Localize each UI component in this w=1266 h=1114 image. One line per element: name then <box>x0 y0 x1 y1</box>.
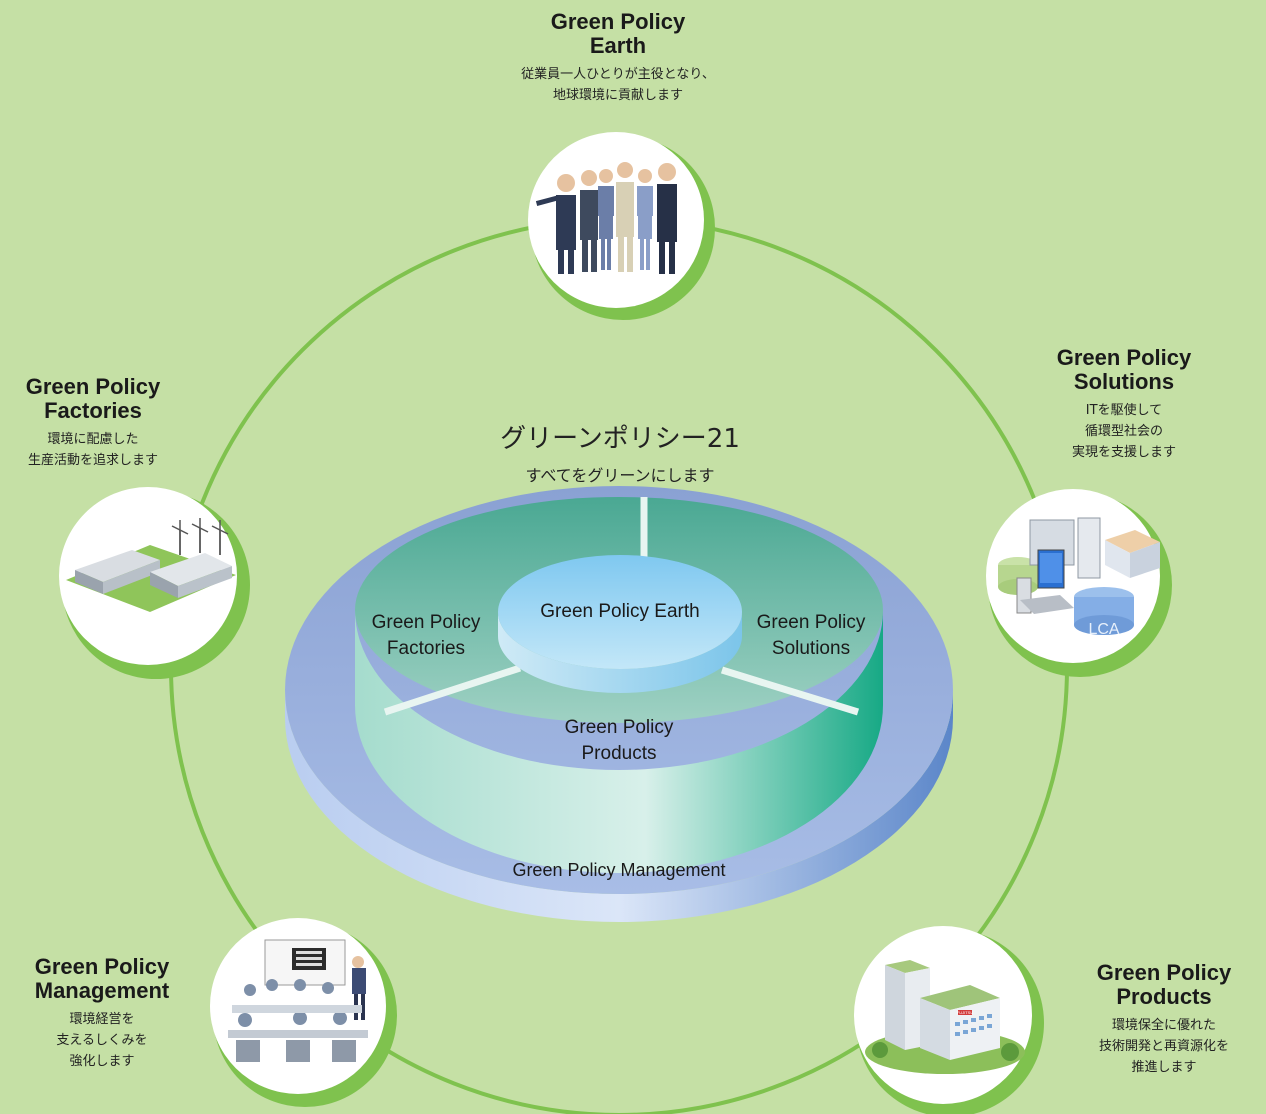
label-factories-title-2: Factories <box>44 398 142 423</box>
label-management-title-1: Green Policy <box>34 954 170 979</box>
disc-factories-label-1: Green Policy <box>372 612 481 633</box>
label-earth-desc-line: 地球環境に貢献します <box>552 88 683 103</box>
node-earth <box>528 132 715 320</box>
center-title: グリーンポリシー21 <box>500 424 740 454</box>
label-management: Green Policy Management 環境経営を 支えるしくみを 強化… <box>4 955 200 1072</box>
meeting-illustration <box>228 939 368 1062</box>
disc-management-label: Green Policy Management <box>512 860 725 880</box>
node-management <box>210 918 397 1107</box>
center-subtitle: すべてをグリーンにします <box>525 466 715 485</box>
label-solutions-desc-line: 循環型社会の <box>1084 424 1163 439</box>
label-earth-desc-line: 従業員一人ひとりが主役となり、 <box>521 67 715 82</box>
label-factories-title-1: Green Policy <box>25 374 161 399</box>
label-solutions-desc: ITを駆使して 循環型社会の 実現を支援します <box>1022 400 1226 463</box>
it-systems-illustration: LCA <box>998 517 1160 638</box>
node-factories <box>59 487 250 679</box>
earth-disc-top <box>498 555 742 669</box>
policy-disc: Green Policy Earth Green Policy Factorie… <box>285 486 953 922</box>
label-management-desc-line: 支えるしくみを <box>56 1033 148 1048</box>
label-factories-desc: 環境に配慮した 生産活動を追求します <box>0 429 186 471</box>
label-earth: Green Policy Earth 従業員一人ひとりが主役となり、 地球環境に… <box>468 10 768 106</box>
label-products-desc-line: 技術開発と再資源化を <box>1098 1039 1229 1054</box>
building-sign: FUJITSU <box>957 1010 974 1015</box>
label-solutions-desc-line: ITを駆使して <box>1085 403 1163 418</box>
disc-solutions-label-1: Green Policy <box>757 612 866 633</box>
label-products-title-1: Green Policy <box>1096 960 1232 985</box>
label-solutions-desc-line: 実現を支援します <box>1071 445 1176 460</box>
label-earth-title-2: Earth <box>589 33 647 58</box>
disc-products-label-2: Products <box>582 743 657 764</box>
people-illustration <box>535 162 677 274</box>
factory-illustration <box>66 518 236 612</box>
label-products: Green Policy Products 環境保全に優れた 技術開発と再資源化… <box>1066 961 1262 1078</box>
disc-factories-label-2: Factories <box>387 638 465 659</box>
divider-left <box>383 664 522 716</box>
label-products-desc-line: 環境保全に優れた <box>1111 1018 1216 1033</box>
label-solutions-title-2: Solutions <box>1073 369 1175 394</box>
node-products: FUJITSU <box>854 926 1044 1114</box>
label-management-desc-line: 環境経営を <box>69 1012 135 1027</box>
earth-disc-side <box>498 612 742 693</box>
label-factories-desc-line: 環境に配慮した <box>47 432 139 447</box>
disc-solutions-label-2: Solutions <box>772 638 850 659</box>
label-earth-title-1: Green Policy <box>550 9 686 34</box>
disc-products-label-1: Green Policy <box>565 717 674 738</box>
label-products-title-2: Products <box>1116 984 1212 1009</box>
label-earth-desc: 従業員一人ひとりが主役となり、 地球環境に貢献します <box>468 64 768 106</box>
buildings-illustration: FUJITSU <box>865 960 1025 1074</box>
label-solutions: Green Policy Solutions ITを駆使して 循環型社会の 実現… <box>1022 346 1226 463</box>
label-products-desc: 環境保全に優れた 技術開発と再資源化を 推進します <box>1066 1015 1262 1078</box>
node-solutions: LCA <box>986 489 1172 677</box>
label-products-desc-line: 推進します <box>1131 1060 1197 1075</box>
label-factories-desc-line: 生産活動を追求します <box>27 453 158 468</box>
lca-label: LCA <box>1088 621 1119 638</box>
label-management-title-2: Management <box>34 978 170 1003</box>
label-solutions-title-1: Green Policy <box>1056 345 1192 370</box>
teal-disc-side <box>355 610 883 873</box>
divider-right <box>720 666 860 716</box>
label-factories: Green Policy Factories 環境に配慮した 生産活動を追求しま… <box>0 375 186 471</box>
label-management-desc-line: 強化します <box>69 1054 135 1069</box>
disc-earth-label: Green Policy Earth <box>540 601 699 622</box>
label-management-desc: 環境経営を 支えるしくみを 強化します <box>4 1009 200 1072</box>
